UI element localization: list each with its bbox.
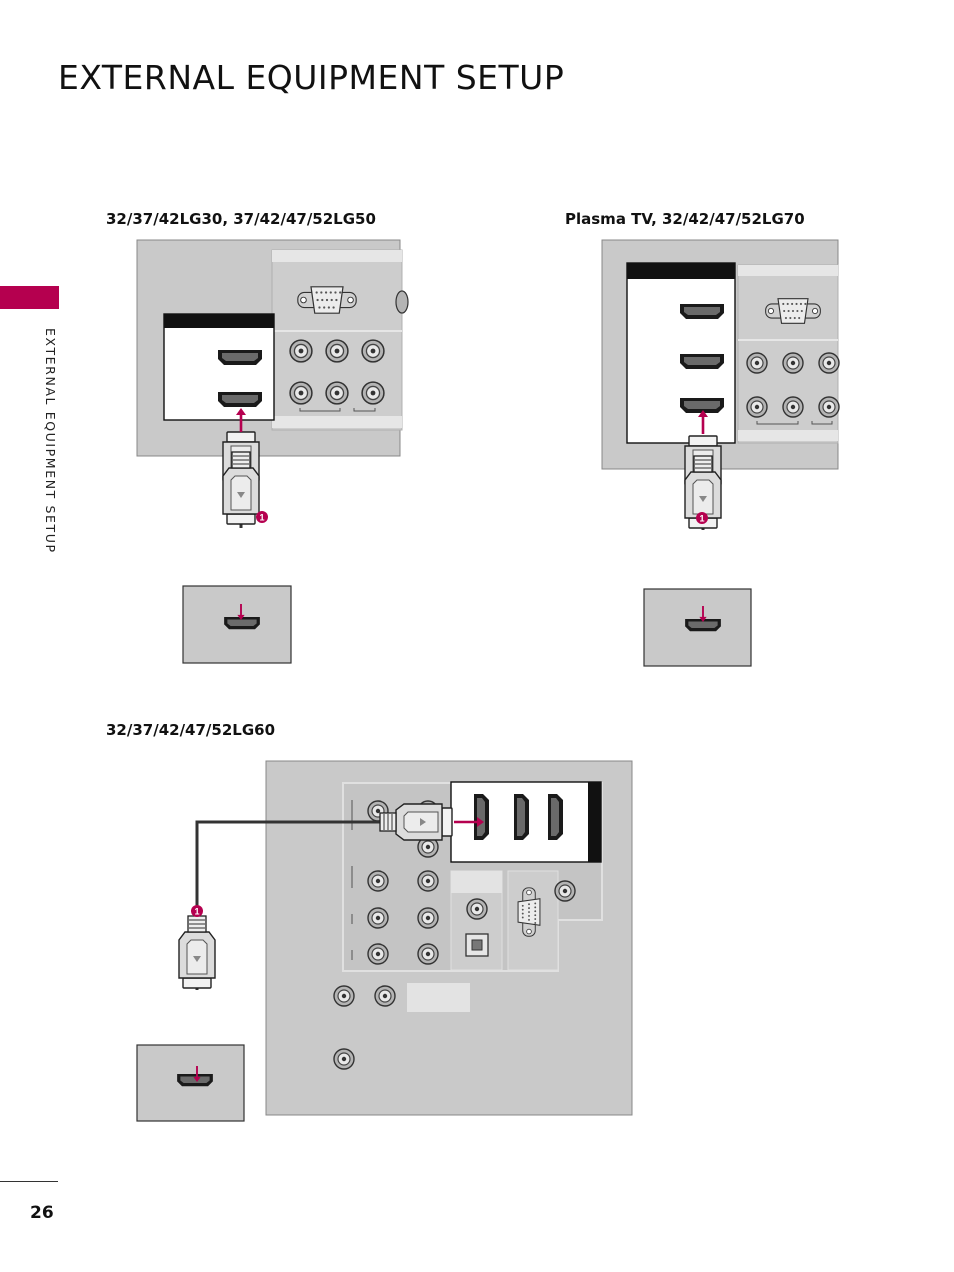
- page-title: EXTERNAL EQUIPMENT SETUP: [58, 58, 565, 97]
- rca-jack: [289, 381, 313, 405]
- diagram-plasma-lg70: 1: [601, 239, 840, 667]
- hdmi-input-block: [626, 262, 736, 444]
- page-number: 26: [30, 1203, 54, 1223]
- hdmi-input-block: [163, 313, 275, 421]
- rca-jack: [417, 907, 439, 929]
- rca-jack: [746, 396, 768, 418]
- rca-jack: [818, 396, 840, 418]
- device-hdmi-out-port: [224, 617, 260, 630]
- rca-jack: [333, 1048, 355, 1070]
- model-label-lg30-lg50: 32/37/42LG30, 37/42/47/52LG50: [106, 210, 376, 228]
- device-hdmi-out-port: [177, 1074, 213, 1087]
- rca-jack: [417, 943, 439, 965]
- rca-jack: [746, 352, 768, 374]
- rca-jack: [361, 339, 385, 363]
- hdmi-port-3: [680, 398, 724, 413]
- hdmi-port-1: [680, 304, 724, 319]
- hdmi-port-2: [514, 794, 529, 840]
- component-input-column: [351, 800, 439, 965]
- model-label-plasma-lg70: Plasma TV, 32/42/47/52LG70: [565, 210, 805, 228]
- step-marker-label: 1: [699, 514, 704, 524]
- rca-jack: [361, 381, 385, 405]
- rca-jack: [374, 985, 396, 1007]
- hdmi-port-1: [474, 794, 489, 840]
- rca-jack: [417, 870, 439, 892]
- rca-jack: [367, 870, 389, 892]
- av-input-block: [737, 264, 840, 444]
- rca-jack: [818, 352, 840, 374]
- hdmi-port-1: [218, 350, 262, 365]
- rca-jack: [782, 396, 804, 418]
- hdmi-port-2: [680, 354, 724, 369]
- hdmi-port-3: [548, 794, 563, 840]
- rca-jack: [367, 943, 389, 965]
- rca-jack: [325, 381, 349, 405]
- hdmi-port-2: [218, 392, 262, 407]
- audio-video-block: [450, 870, 576, 971]
- model-label-lg60: 32/37/42/47/52LG60: [106, 721, 276, 739]
- step-marker-label: 1: [194, 907, 199, 917]
- rca-jack: [554, 880, 576, 902]
- step-marker: [696, 512, 708, 524]
- diagram-lg60: 1: [136, 760, 633, 1122]
- section-tab-marker: [0, 286, 59, 309]
- rca-jack: [367, 907, 389, 929]
- step-marker: [256, 511, 268, 523]
- diagram-lg30-lg50: 1: [136, 239, 409, 664]
- rca-jack: [325, 339, 349, 363]
- hdmi-plug-device-end: [178, 915, 216, 989]
- label-plate: [407, 983, 470, 1012]
- step-marker-label: 1: [259, 513, 264, 523]
- rca-jack: [333, 985, 355, 1007]
- rca-jack: [466, 898, 488, 920]
- footer-rule: [0, 1181, 58, 1182]
- rca-jack: [289, 339, 313, 363]
- av-input-block: [271, 249, 409, 431]
- rca-jack: [782, 352, 804, 374]
- step-marker: [191, 905, 203, 917]
